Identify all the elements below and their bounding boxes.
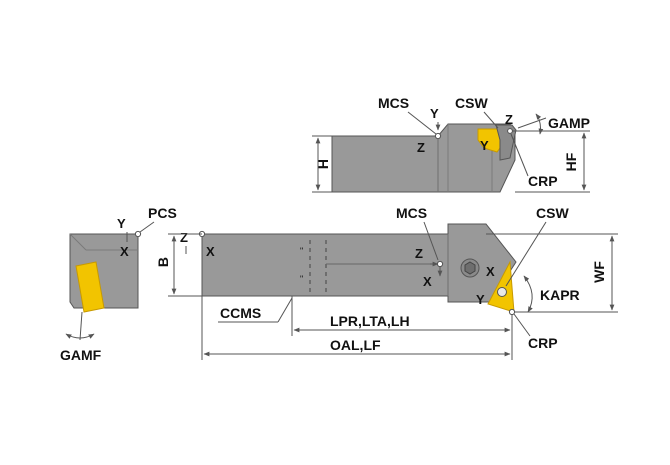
main-crp-point (508, 308, 516, 316)
kapr-label: KAPR (540, 287, 580, 303)
h-label: H (315, 159, 331, 169)
top-axis-z2: Z (505, 112, 513, 127)
main-tick-1: " (300, 246, 303, 256)
top-axis-y: Y (430, 106, 439, 121)
main-view: " " Z X X Y Z X B WF KAPR (155, 205, 618, 360)
side-pcs-label: PCS (148, 205, 177, 221)
main-mcs-point (436, 260, 444, 268)
ccms-label: CCMS (220, 305, 261, 321)
main-axis-z-left: Z (180, 230, 188, 245)
side-pcs-point (134, 230, 142, 238)
b-label: B (155, 257, 171, 267)
gamf-label: GAMF (60, 347, 102, 363)
top-mcs-leader (407, 111, 437, 135)
main-insert (487, 260, 515, 313)
main-axis-x1: X (423, 274, 432, 289)
side-axis-y: Y (117, 216, 126, 231)
main-mcs-label: MCS (396, 205, 427, 221)
hf-label: HF (563, 152, 579, 171)
main-axis-x2: X (486, 264, 495, 279)
side-axis-x: X (120, 244, 129, 259)
side-view-insert (75, 261, 105, 313)
main-tick-2: " (300, 274, 303, 284)
top-crp-leader (510, 133, 529, 177)
main-csw-label: CSW (536, 205, 569, 221)
side-view-chamfer (69, 233, 87, 251)
top-crp-label: CRP (528, 173, 558, 189)
lpr-label: LPR,LTA,LH (330, 313, 410, 329)
top-csw-leader (483, 111, 499, 129)
top-axis-y2: Y (480, 138, 489, 153)
gamp-arc (535, 113, 544, 135)
main-crp-leader (513, 313, 531, 337)
oal-label: OAL,LF (330, 337, 381, 353)
top-view-crp-point (507, 128, 513, 134)
main-mcs-leader (423, 221, 439, 261)
top-view-clamp (495, 124, 517, 161)
gamp-leader (517, 117, 547, 129)
main-axis-x-left: X (206, 244, 215, 259)
gamp-label: GAMP (548, 115, 590, 131)
top-mcs-label: MCS (378, 95, 409, 111)
side-view: PCS Y X GAMF (60, 205, 177, 363)
kapr-arc (523, 275, 533, 313)
main-axis-y: Y (476, 292, 485, 307)
side-pcs-leader (139, 221, 155, 233)
wf-label: WF (591, 261, 607, 283)
main-screw-hex (464, 261, 476, 275)
top-axis-z: Z (417, 140, 425, 155)
main-crp-label: CRP (528, 335, 558, 351)
top-csw-label: CSW (455, 95, 488, 111)
top-view-mcs-point (434, 132, 442, 140)
main-axis-z: Z (415, 246, 423, 261)
main-insert-hole (497, 287, 507, 297)
main-csw-leader (505, 221, 547, 287)
ccms-leader (277, 297, 293, 323)
top-view: H HF GAMP MCS CSW CRP Y Z Z Y (312, 95, 590, 193)
gamf-leader (79, 311, 83, 341)
